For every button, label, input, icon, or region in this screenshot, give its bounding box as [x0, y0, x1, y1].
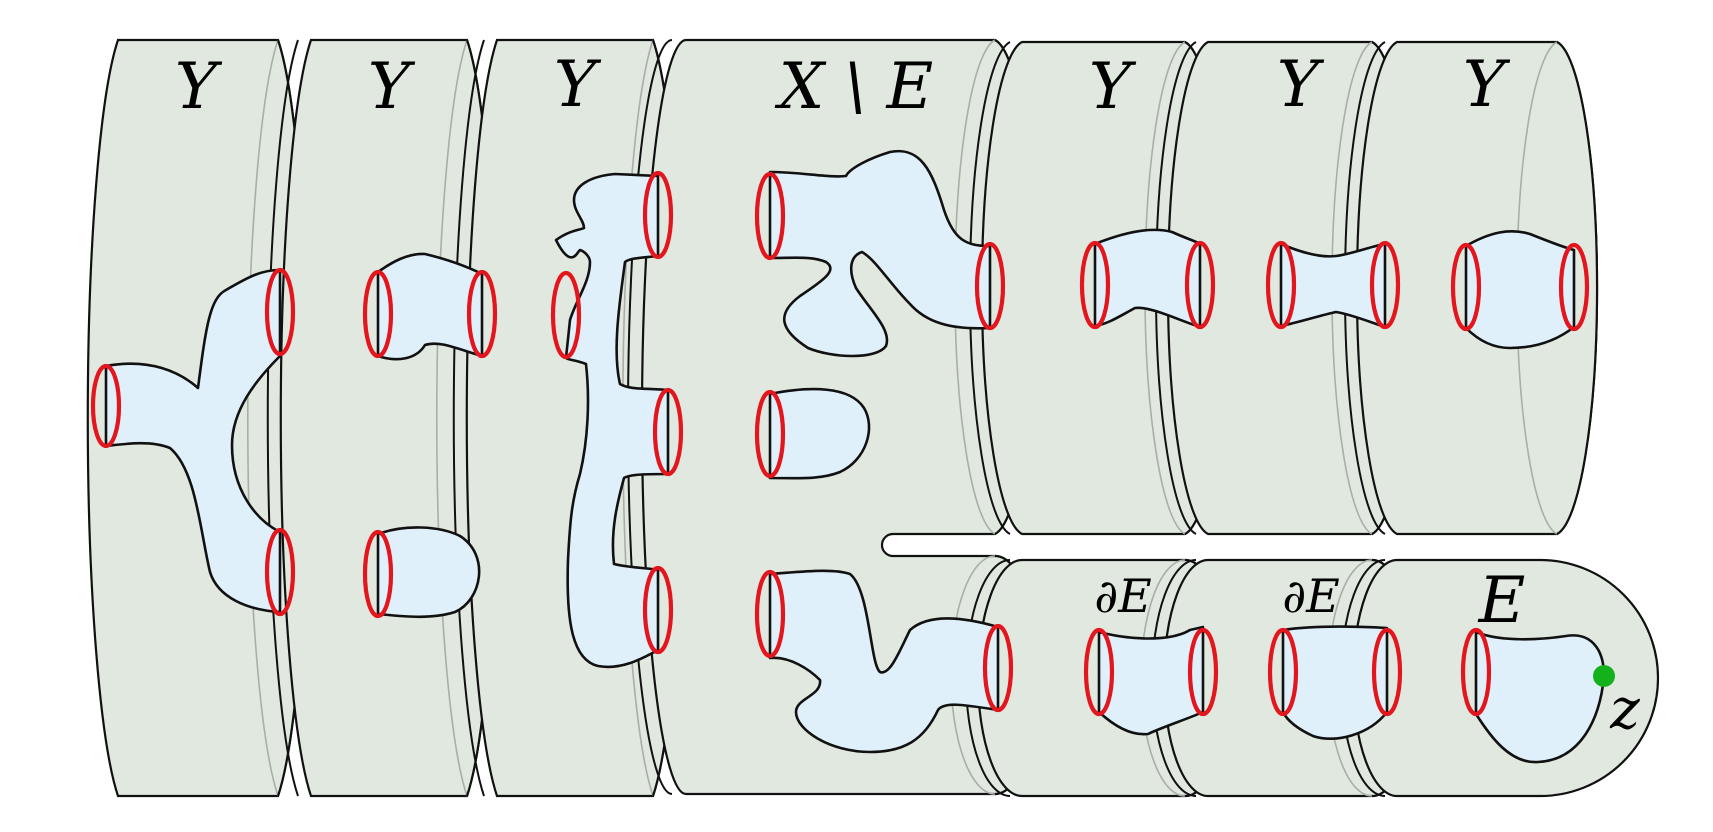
disk-surface-1 [376, 526, 481, 619]
tube-surface-4 [1464, 230, 1576, 350]
boundary-circle [974, 241, 1006, 331]
boundary-circle [754, 569, 786, 659]
boundary-circle [362, 529, 394, 619]
boundary-circle [1450, 242, 1482, 332]
label-y-5: Y [1277, 48, 1325, 122]
label-boundary-e-1: ∂E [1094, 569, 1151, 623]
boundary-tube-1 [1097, 625, 1205, 736]
boundary-circle [1369, 240, 1401, 330]
boundary-circle [264, 527, 296, 617]
label-y-6: Y [1463, 48, 1511, 122]
boundary-circle [1267, 627, 1299, 717]
label-e: E [1478, 564, 1526, 638]
x-minus-e-surface-lower [768, 569, 1000, 754]
cylinder-y-2 [266, 38, 499, 798]
boundary-circles [90, 170, 1590, 717]
boundary-tube-2 [1281, 625, 1389, 740]
boundary-circle [652, 387, 684, 477]
label-y-3: Y [554, 48, 602, 122]
label-z: z [1609, 677, 1640, 742]
pants-surface [104, 268, 282, 614]
boundary-circle [1083, 627, 1115, 717]
marked-point [1593, 665, 1615, 687]
boundary-circle [362, 269, 394, 359]
tube-surface-1 [376, 252, 484, 361]
comb-surface [554, 172, 670, 669]
label-y-2: Y [368, 50, 416, 124]
x-minus-e-disk [768, 387, 871, 480]
boundary-circle [1371, 627, 1403, 717]
boundary-circle [642, 565, 674, 655]
label-y-4: Y [1089, 50, 1137, 124]
label-y-1: Y [175, 50, 223, 124]
boundary-circle [466, 269, 498, 359]
boundary-circle [550, 270, 582, 360]
boundary-circle [1079, 240, 1111, 330]
boundary-circle [1558, 242, 1590, 332]
boundary-circle [264, 267, 296, 357]
boundary-circle [982, 623, 1014, 713]
boundary-circle [1187, 627, 1219, 717]
x-minus-e-surface-upper [768, 149, 992, 358]
boundary-circle [1184, 240, 1216, 330]
label-boundary-e-2: ∂E [1282, 569, 1339, 623]
boundary-circle [1460, 627, 1492, 717]
boundary-circle [90, 363, 122, 449]
label-x-minus-e: X \ E [774, 50, 934, 124]
boundary-circle [754, 171, 786, 261]
boundary-circle [1265, 240, 1297, 330]
boundary-circle [754, 389, 786, 479]
boundary-circle [642, 170, 674, 260]
